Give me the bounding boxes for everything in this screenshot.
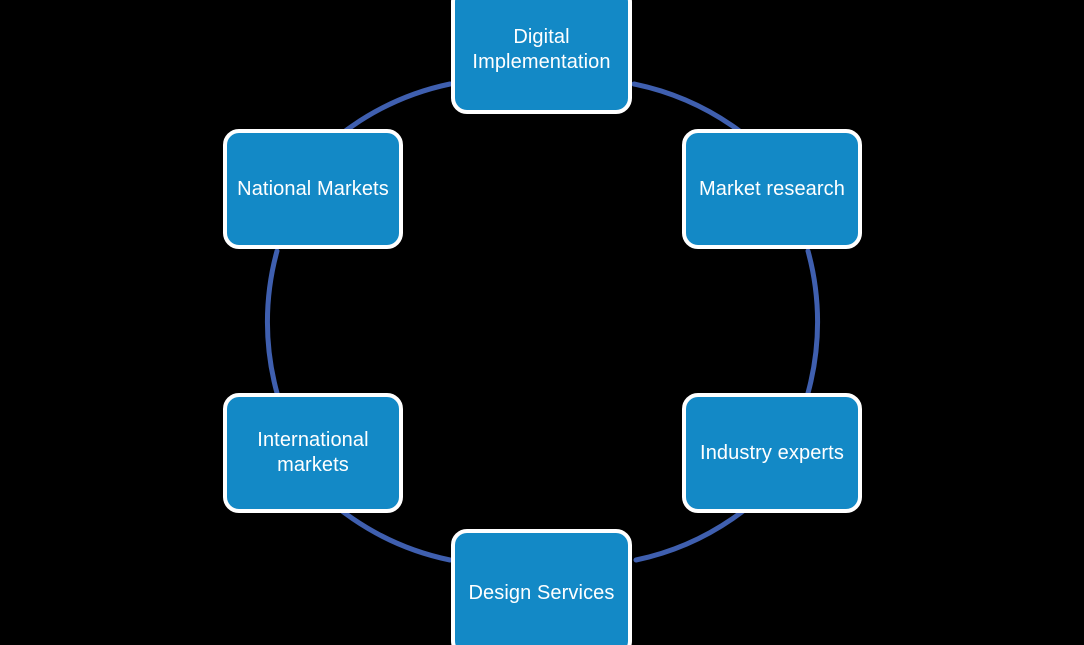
node-label: Digital Implementation (472, 26, 611, 73)
node-label: Design Services (468, 581, 615, 604)
node-national-markets[interactable]: National Markets (223, 129, 403, 249)
connector-arc-right-upper-to-right-lower (805, 248, 820, 396)
node-industry-experts[interactable]: Industry experts (682, 393, 862, 513)
node-label: Market research (699, 177, 845, 200)
node-label: Industry experts (700, 441, 844, 464)
node-design-services[interactable]: Design Services (451, 529, 632, 645)
node-label: National Markets (237, 177, 389, 200)
node-market-research[interactable]: Market research (682, 129, 862, 249)
node-international-markets[interactable]: International markets (223, 393, 403, 513)
node-label: International markets (257, 429, 369, 476)
node-digital-implementation[interactable]: Digital Implementation (451, 0, 632, 114)
connector-arc-left-lower-to-left-upper (265, 248, 280, 396)
